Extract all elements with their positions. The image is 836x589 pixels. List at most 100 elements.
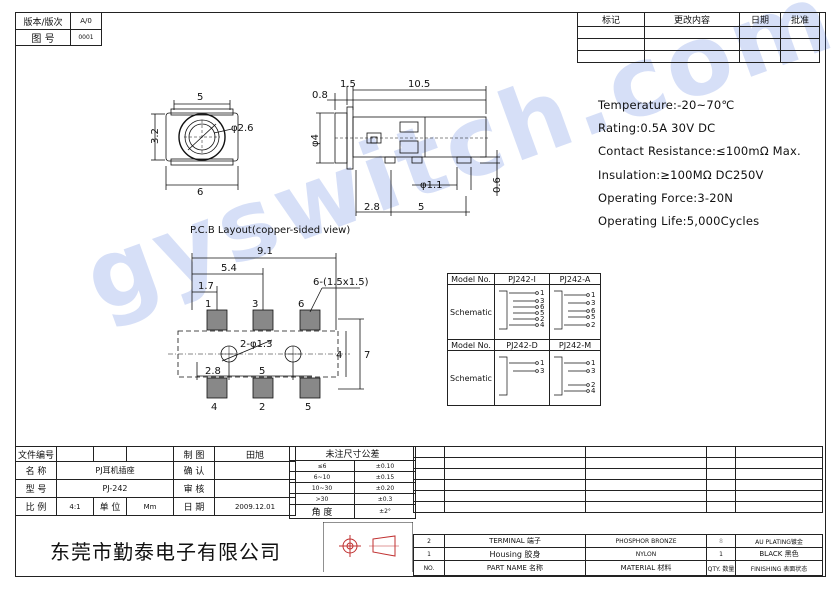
top-view xyxy=(151,100,239,190)
bom-row1-no: 2 xyxy=(413,534,445,548)
dim-side-10.5: 10.5 xyxy=(408,79,430,90)
schematic-label-1: Schematic xyxy=(447,284,495,340)
dim-pcb-2.8: 2.8 xyxy=(205,366,221,377)
dim-top-3.2: 3.2 xyxy=(150,128,161,144)
spec-temperature: Temperature:-20~70℃ xyxy=(598,98,735,112)
tol-range-2: 6~10 xyxy=(289,471,355,483)
side-view xyxy=(316,86,500,216)
dim-side-0.6: 0.6 xyxy=(492,177,503,193)
tol-value-3: ±0.20 xyxy=(354,482,416,494)
model-pj242-m: PJ242-M xyxy=(549,339,601,351)
spec-rating: Rating:0.5A 30V DC xyxy=(598,121,716,135)
pin-a-4: 4 xyxy=(540,321,545,329)
spec-contact-resistance: Contact Resistance:≤100mΩ Max. xyxy=(598,144,801,158)
drawing-frame xyxy=(15,12,826,577)
dim-pcb-5.4: 5.4 xyxy=(221,263,237,274)
pin-a-5: 5 xyxy=(540,309,544,317)
bom-row1-part: TERMINAL 端子 xyxy=(444,534,586,548)
dim-pcb-5: 5 xyxy=(259,366,265,377)
bom-header-part: PART NAME 名称 xyxy=(444,560,586,576)
pin-4: 4 xyxy=(211,402,217,413)
pin-a-1: 1 xyxy=(540,289,544,297)
scale-label: 比 例 xyxy=(15,497,57,516)
dim-labels: 5 3.2 φ2.6 6 0.8 1.5 10.5 φ4 φ1.1 0.6 2.… xyxy=(150,79,503,413)
bom-row2-part: Housing 胶身 xyxy=(444,547,586,561)
bom-row1-qty: 8 xyxy=(706,534,736,548)
company-name: 东莞市勤泰电子有限公司 xyxy=(50,540,281,564)
tol-range-1: ≤6 xyxy=(289,460,355,472)
dim-pcb-pad: 6-(1.5x1.5) xyxy=(313,277,369,288)
dim-side-2.8: 2.8 xyxy=(364,202,380,213)
model-value: PJ-242 xyxy=(56,479,174,498)
title-extra-grid xyxy=(413,446,823,513)
bom-header-material: MATERIAL 材料 xyxy=(585,560,707,576)
pin-c-3: 3 xyxy=(540,367,544,375)
pcb-title: P.C.B Layout(copper-sided view) xyxy=(190,225,350,236)
pin-d-1: 1 xyxy=(591,359,595,367)
pin-6: 6 xyxy=(298,299,304,310)
tol-value-1: ±0.10 xyxy=(354,460,416,472)
dim-side-dia1.1: φ1.1 xyxy=(420,180,443,191)
schematic-pj242-a: 1 3 6 5 2 xyxy=(549,284,601,340)
projection-symbol xyxy=(323,522,413,572)
model-label: 型 号 xyxy=(15,479,57,498)
tol-range-3: 10~30 xyxy=(289,482,355,494)
schematic-pj242-i: 1 3 6 5 2 4 xyxy=(494,284,550,340)
dim-top-dia: φ2.6 xyxy=(231,123,254,134)
file-no-label: 文件编号 xyxy=(15,446,57,462)
pcb-layout xyxy=(168,253,364,399)
pin-a-3: 3 xyxy=(540,297,544,305)
dim-side-0.8: 0.8 xyxy=(312,90,328,101)
date-label: 日 期 xyxy=(173,497,215,516)
tol-value-5: ±2° xyxy=(354,504,416,519)
revision-table: 标记 更改内容 日期 批准 xyxy=(577,12,820,63)
tolerance-table: 未注尺寸公差 ≤6 ±0.10 6~10 ±0.15 10~30 ±0.20 >… xyxy=(289,446,416,519)
schematic-pj242-a-drawing: 1 3 6 5 2 xyxy=(554,290,596,330)
unit-label: 单 位 xyxy=(93,497,127,516)
scale-value: 4:1 xyxy=(56,497,94,516)
schematic-pj242-m: 1 3 2 4 xyxy=(549,350,601,406)
unit-value: Mm xyxy=(126,497,174,516)
pin-d-4: 4 xyxy=(591,387,596,395)
bom-row2-no: 1 xyxy=(413,547,445,561)
review-label: 审 核 xyxy=(173,479,215,498)
bom-row2-qty: 1 xyxy=(706,547,736,561)
dim-pcb-1.7: 1.7 xyxy=(198,281,214,292)
bom-row2-material: NYLON xyxy=(585,547,707,561)
bom-header-qty: QTY. 数量 xyxy=(706,560,736,576)
pin-b-2: 2 xyxy=(591,321,595,329)
pin-b-6: 6 xyxy=(591,307,596,315)
dim-side-5: 5 xyxy=(418,202,424,213)
tol-value-2: ±0.15 xyxy=(354,471,416,483)
pin-5: 5 xyxy=(305,402,311,413)
schematic-pj242-i-drawing: 1 3 6 5 2 4 xyxy=(499,289,545,330)
spec-operating-force: Operating Force:3-20N xyxy=(598,191,734,205)
draw-value: 田旭 xyxy=(214,446,296,462)
version-block: 版本/版次 A/0 图 号 0001 xyxy=(15,12,102,46)
tol-value-4: ±0.3 xyxy=(354,493,416,505)
schematic-pj242-d: 1 3 xyxy=(494,350,550,406)
title-block: 文件编号 制 图 田旭 名 称 PJ耳机插座 确 认 型 号 PJ-242 审 … xyxy=(15,446,296,516)
bom-row2-finish: BLACK 黑色 xyxy=(735,547,823,561)
dim-side-dia4: φ4 xyxy=(310,134,321,147)
schematic-pj242-d-drawing: 1 3 xyxy=(499,356,544,396)
name-value: PJ耳机插座 xyxy=(56,461,174,480)
model-label-2: Model No. xyxy=(447,339,495,351)
pin-d-3: 3 xyxy=(591,367,595,375)
pin-b-3: 3 xyxy=(591,299,595,307)
pin-2: 2 xyxy=(259,402,265,413)
bom-row1-material: PHOSPHOR BRONZE xyxy=(585,534,707,548)
pin-1: 1 xyxy=(205,299,211,310)
model-label-1: Model No. xyxy=(447,273,495,285)
date-value: 2009.12.01 xyxy=(214,497,296,516)
dim-pcb-hole: 2-φ1.3 xyxy=(240,339,272,350)
drawing-no-value: 0001 xyxy=(70,29,102,46)
spec-insulation: Insulation:≥100MΩ DC250V xyxy=(598,168,764,182)
model-pj242-i: PJ242-I xyxy=(494,273,550,285)
dim-pcb-4: 4 xyxy=(336,350,342,361)
pin-b-1: 1 xyxy=(591,291,595,299)
bom-header-finish: FINISHING 表面状态 xyxy=(735,560,823,576)
spec-operating-life: Operating Life:5,000Cycles xyxy=(598,214,760,228)
schematic-label-2: Schematic xyxy=(447,350,495,406)
